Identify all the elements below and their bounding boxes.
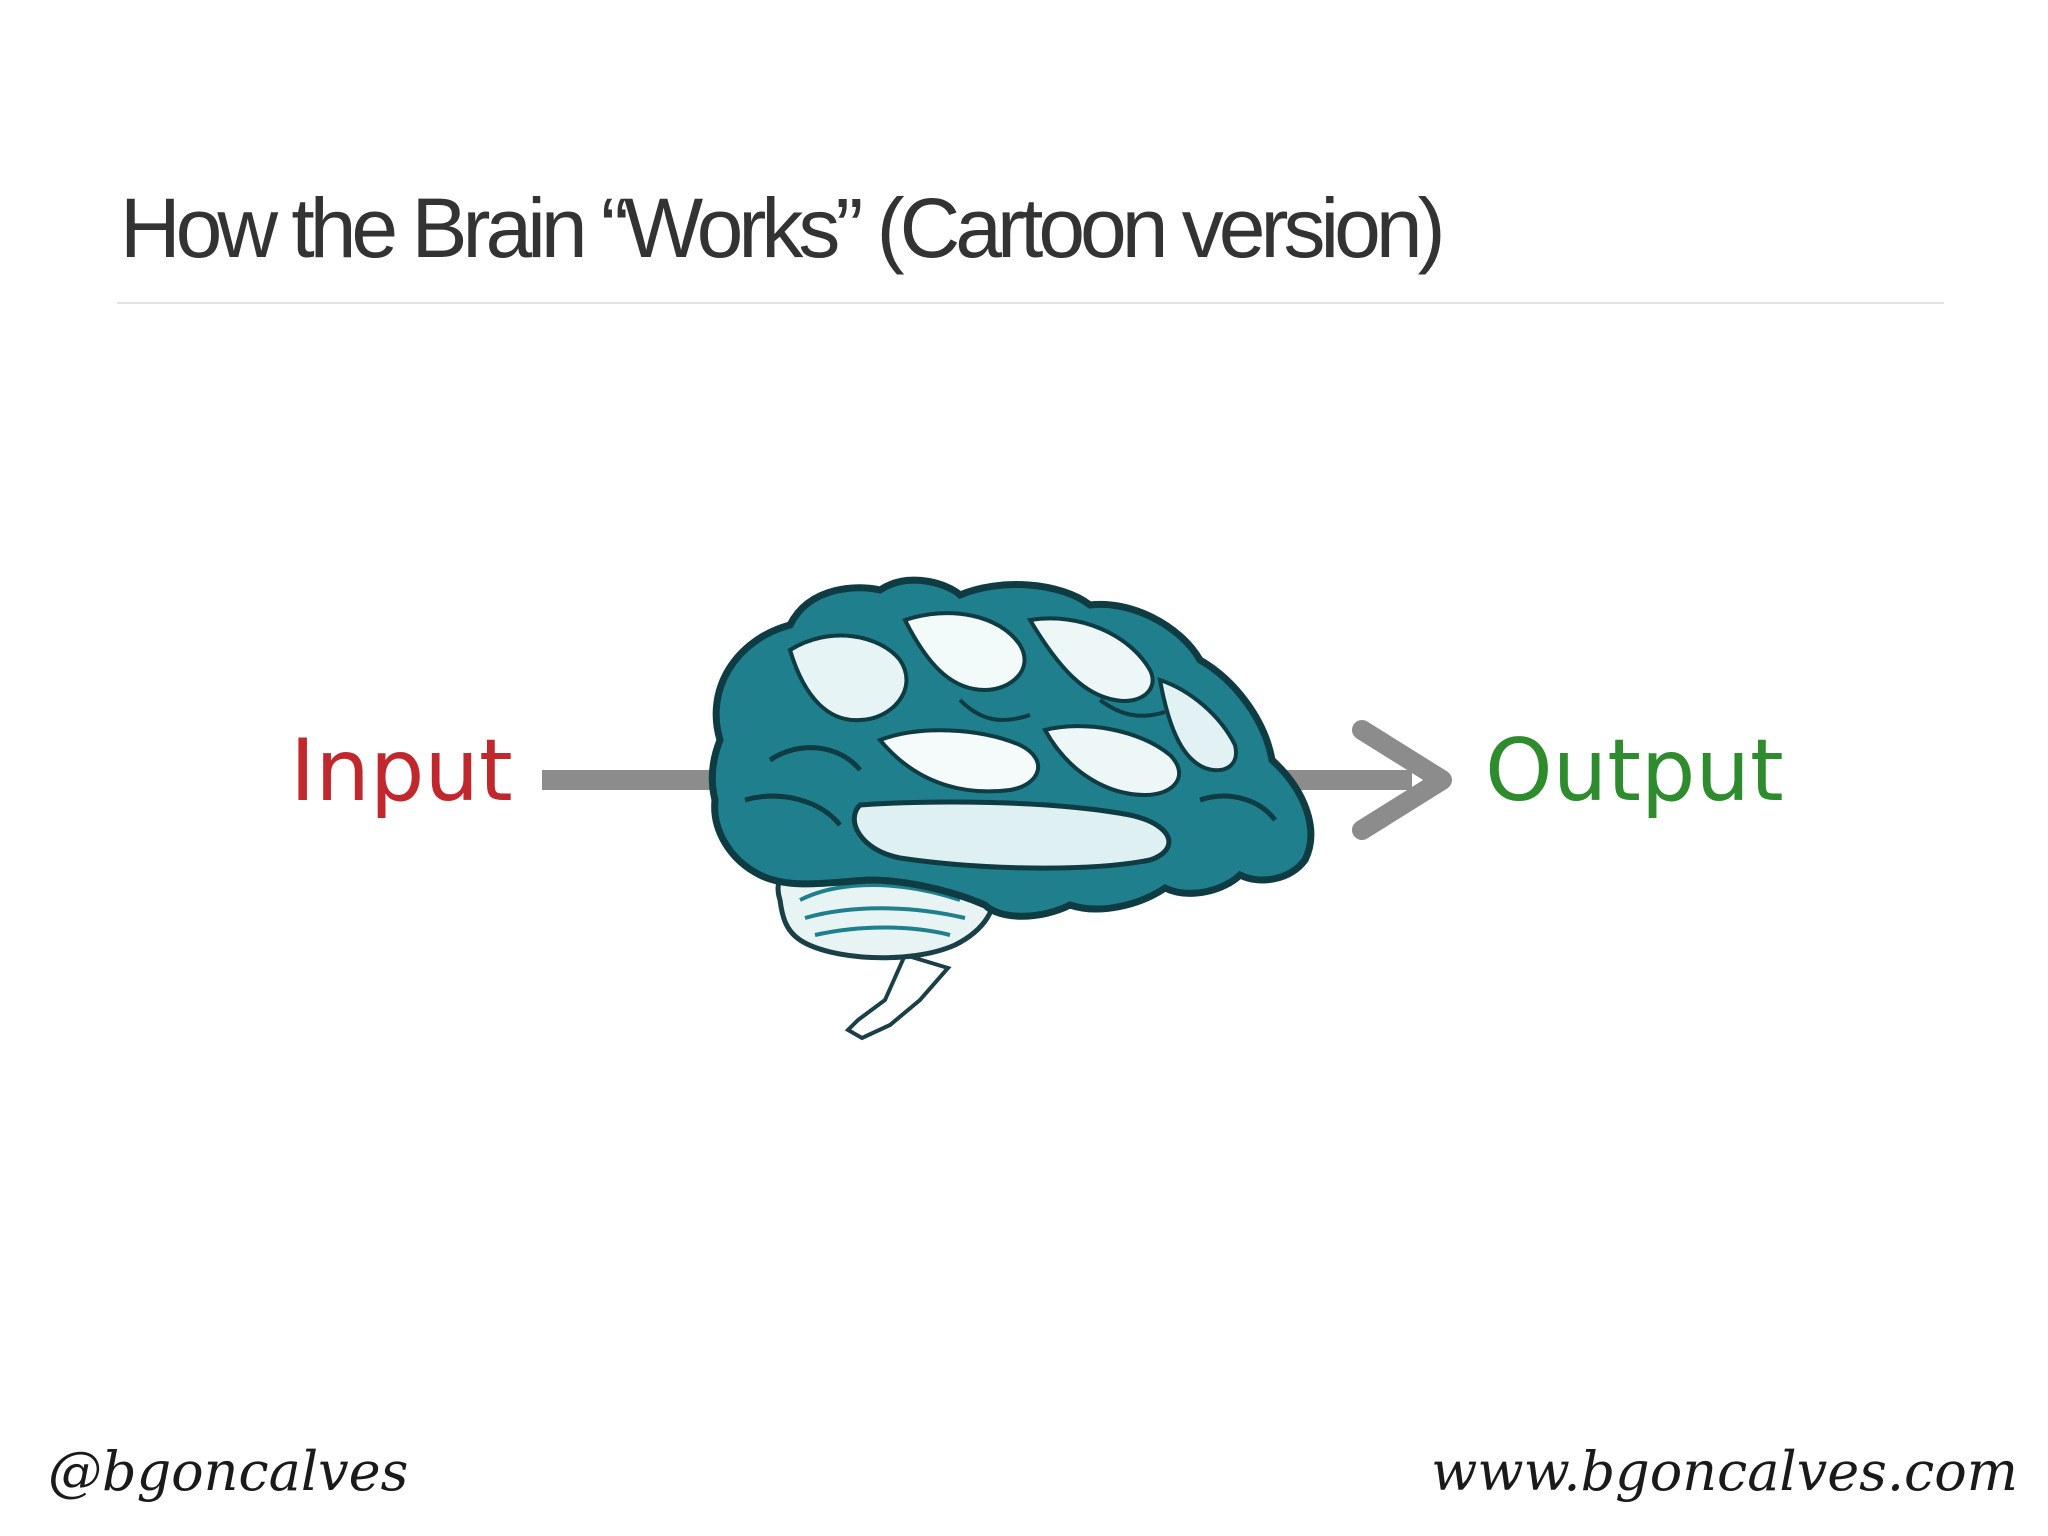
output-label: Output bbox=[1485, 721, 1784, 821]
arrow-head bbox=[1352, 720, 1452, 840]
footer-website: www.bgoncalves.com bbox=[1431, 1440, 2018, 1503]
input-label: Input bbox=[290, 721, 513, 821]
footer-handle: @bgoncalves bbox=[48, 1440, 409, 1503]
title-divider bbox=[117, 302, 1944, 304]
slide-title: How the Brain “Works” (Cartoon version) bbox=[120, 181, 1446, 275]
brain-icon bbox=[708, 576, 1315, 1041]
